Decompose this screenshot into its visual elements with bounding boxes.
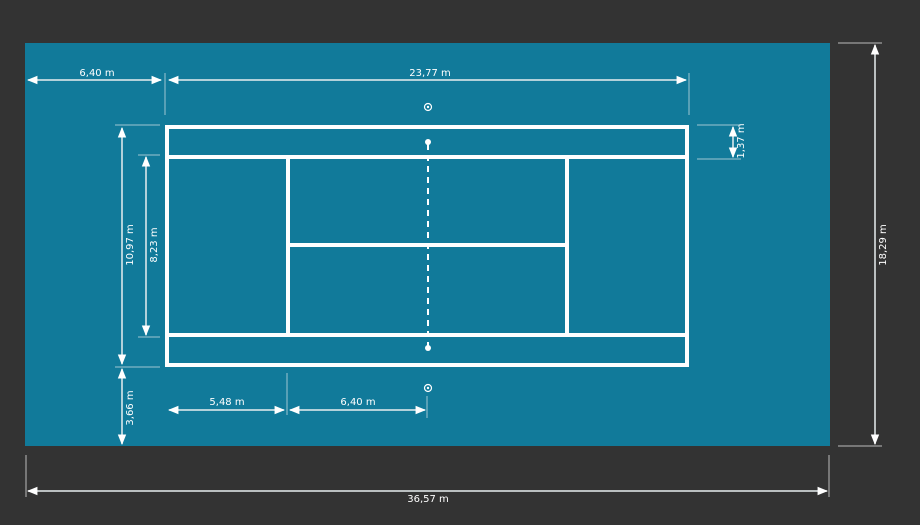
umpire-marker-bottom (423, 383, 433, 393)
label-runback-left: 6,40 m (79, 68, 114, 79)
net-post-bottom (425, 345, 431, 351)
label-doubles-alley: 1,37 m (736, 123, 747, 158)
umpire-marker-top (423, 102, 433, 112)
label-total-length: 36,57 m (407, 494, 449, 505)
label-total-width: 18,29 m (878, 224, 889, 266)
label-court-length: 23,77 m (409, 68, 451, 79)
dimension-lines (25, 42, 882, 497)
label-side-runoff: 3,66 m (125, 390, 136, 425)
net-post-top (425, 139, 431, 145)
label-service-to-net: 6,40 m (340, 397, 375, 408)
doubles-boundary (165, 125, 689, 367)
court-lines (165, 102, 689, 393)
dimension-labels: 6,40 m 23,77 m 10,97 m 8,23 m 1,37 m 3,6… (79, 68, 889, 505)
label-doubles-width: 10,97 m (125, 224, 136, 266)
label-baseline-to-service: 5,48 m (209, 397, 244, 408)
label-singles-width: 8,23 m (149, 227, 160, 262)
